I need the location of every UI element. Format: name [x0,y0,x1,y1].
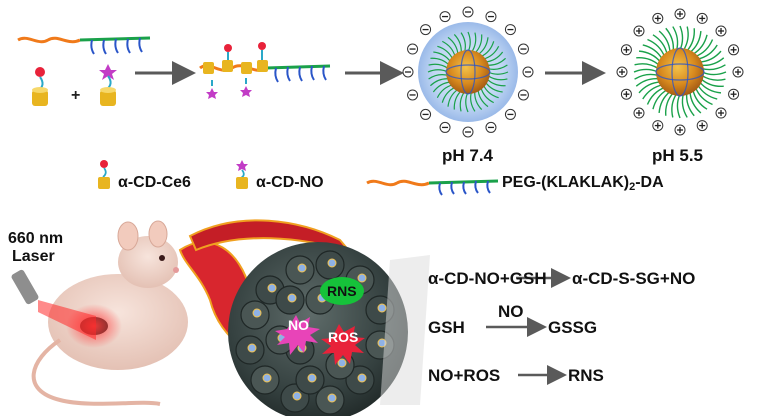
legend-polymer-subscript: 2 [629,181,636,193]
reaction-2-right: GSSG [548,318,598,337]
rns-label: RNS [327,283,357,299]
legend-polymer-icon [366,179,499,196]
reaction-1-right: α-CD-S-SG+NO [572,269,696,288]
reaction-2-left: GSH [428,318,465,337]
ros-label: ROS [328,329,359,345]
legend-ce6-label: α-CD-Ce6 [118,174,191,191]
no-burst [275,315,320,355]
reaction-3-right: RNS [568,366,604,385]
laser-word: Laser [12,248,55,265]
legend-no-label: α-CD-NO [256,174,324,191]
laser-wavelength: 660 nm [8,230,64,247]
reaction-1-left: α-CD-NO+GSH [428,269,547,288]
ph-neutral-label: pH 7.4 [442,146,494,165]
rns-blob [320,277,364,305]
nanoparticle-neutral [418,22,518,122]
polymer-chain [17,36,151,55]
legend-ce6-icon [98,160,110,189]
legend-polymer-suffix: -DA [635,174,664,191]
zoom-cone [380,255,430,405]
plus-sign: + [71,87,81,104]
laser-device [11,269,96,340]
reaction-3-left: NO+ROS [428,366,501,385]
cd-no-molecule [99,64,117,106]
negative-charges [402,6,534,138]
positive-charges [616,8,744,136]
reaction-2-catalyst: NO [498,302,524,321]
ph-acidic-label: pH 5.5 [652,146,704,165]
cd-ce6-molecule [32,67,48,106]
legend-polymer-label: PEG-(KLAKLAK)2-DA [502,175,664,193]
legend-polymer-name: PEG-(KLAKLAK) [502,174,630,191]
conjugate-polymer [199,42,331,99]
legend-no-icon [236,160,248,189]
no-label: NO [288,317,309,333]
ros-burst [321,324,365,365]
nanoparticle-acidic [633,25,727,119]
